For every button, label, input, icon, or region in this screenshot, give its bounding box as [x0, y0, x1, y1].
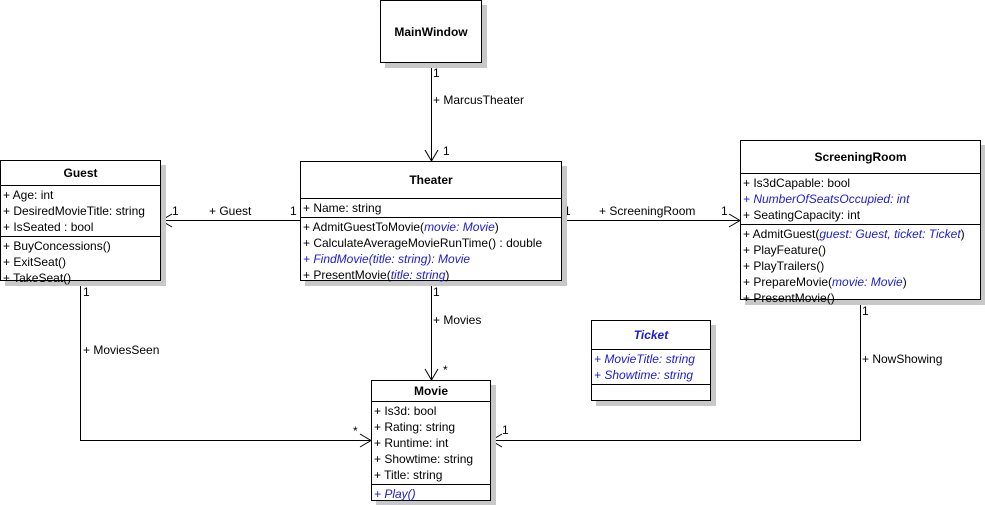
class-ticket[interactable]: Ticket + MovieTitle: string + Showtime: …: [591, 320, 711, 401]
role-moviesseen: + MoviesSeen: [83, 343, 160, 357]
method: + AdmitGuestToMovie(movie: Movie): [303, 220, 499, 234]
attributes-compartment: + Name: string: [301, 198, 561, 217]
attribute-abstract: + MovieTitle: string: [594, 352, 695, 366]
arrowhead-icon: [490, 433, 503, 448]
attribute-abstract: + NumberOfSeatsOccupied: int: [743, 192, 910, 206]
attribute: + Is3d: bool: [374, 404, 437, 418]
class-name: MainWindow: [394, 24, 468, 39]
attribute: + Showtime: string: [374, 452, 474, 466]
method: + PrepareMovie(movie: Movie): [743, 275, 907, 289]
attribute: + Age: int: [3, 188, 54, 202]
method: + AdmitGuest(guest: Guest, ticket: Ticke…: [743, 227, 965, 241]
role-guest: + Guest: [209, 204, 252, 218]
edge-guest-movie[interactable]: [80, 281, 372, 441]
attribute: + Title: string: [374, 468, 443, 482]
method: + PlayTrailers(): [743, 259, 825, 273]
methods-compartment: + AdmitGuest(guest: Guest, ticket: Ticke…: [741, 224, 980, 307]
multiplicity-guest-bottom: 1: [83, 285, 90, 299]
multiplicity-screeningroom-bottom: 1: [862, 304, 869, 318]
multiplicity-theater-top: 1: [443, 144, 450, 158]
attributes-compartment: + Age: int + DesiredMovieTitle: string +…: [1, 185, 160, 236]
attributes-compartment: + MovieTitle: string + Showtime: string: [592, 349, 710, 384]
attribute: + Is3dCapable: bool: [743, 176, 851, 190]
role-nowshowing: + NowShowing: [862, 352, 943, 366]
attributes-compartment: + Is3dCapable: bool + NumberOfSeatsOccup…: [741, 173, 980, 224]
multiplicity-movie-top: *: [443, 363, 448, 377]
multiplicity-movie-left: *: [353, 424, 358, 438]
multiplicity-screeningroom: 1: [721, 204, 728, 218]
class-name: Theater: [409, 173, 453, 187]
methods-compartment: + Play(): [372, 484, 490, 503]
method-abstract: + FindMovie(title: string): Movie: [303, 252, 471, 266]
class-guest[interactable]: Guest + Age: int + DesiredMovieTitle: st…: [0, 160, 161, 285]
attribute: + Runtime: int: [374, 436, 449, 450]
role-movies: + Movies: [433, 313, 482, 327]
methods-compartment: [592, 384, 710, 405]
multiplicity-mainwindow: 1: [433, 66, 440, 80]
class-name: Ticket: [633, 328, 669, 342]
multiplicity-theater-right: 1: [564, 204, 571, 218]
multiplicity-guest: 1: [172, 204, 179, 218]
method: + ExitSeat(): [3, 255, 67, 269]
method: + PresentMovie(title: string): [303, 268, 450, 282]
class-theater[interactable]: Theater + Name: string + AdmitGuestToMov…: [300, 161, 562, 284]
edge-screeningroom-movie[interactable]: [491, 300, 861, 441]
role-screeningroom: + ScreeningRoom: [599, 204, 696, 218]
arrowhead-icon: [160, 213, 173, 228]
class-movie[interactable]: Movie + Is3d: bool + Rating: string + Ru…: [371, 380, 491, 501]
class-name: Guest: [63, 166, 98, 180]
methods-compartment: + AdmitGuestToMovie(movie: Movie) + Calc…: [301, 217, 561, 284]
method: + PlayFeature(): [743, 243, 827, 257]
method: + TakeSeat(): [3, 271, 72, 285]
multiplicity-theater-bottom: 1: [433, 285, 440, 299]
role-marcustheater: + MarcusTheater: [433, 93, 525, 107]
attributes-compartment: + Is3d: bool + Rating: string + Runtime:…: [372, 401, 490, 484]
attribute: + SeatingCapacity: int: [743, 208, 861, 222]
method: + BuyConcessions(): [3, 239, 111, 253]
method: + PresentMovie(): [743, 291, 835, 305]
attribute: + Name: string: [303, 201, 382, 215]
attribute: + Rating: string: [374, 420, 456, 434]
multiplicity-theater-left: 1: [290, 204, 297, 218]
methods-compartment: + BuyConcessions() + ExitSeat() + TakeSe…: [1, 236, 160, 287]
class-name: ScreeningRoom: [814, 150, 907, 164]
class-name: Movie: [413, 384, 448, 398]
multiplicity-movie-right: 1: [502, 423, 509, 437]
attribute: + DesiredMovieTitle: string: [3, 204, 145, 218]
attribute-abstract: + Showtime: string: [594, 368, 694, 382]
method: + CalculateAverageMovieRunTime() : doubl…: [303, 236, 543, 250]
class-mainwindow[interactable]: MainWindow: [380, 0, 482, 63]
class-screeningroom[interactable]: ScreeningRoom + Is3dCapable: bool + Numb…: [740, 140, 981, 305]
method-abstract: + Play(): [374, 487, 416, 501]
attribute: + IsSeated : bool: [3, 220, 94, 234]
